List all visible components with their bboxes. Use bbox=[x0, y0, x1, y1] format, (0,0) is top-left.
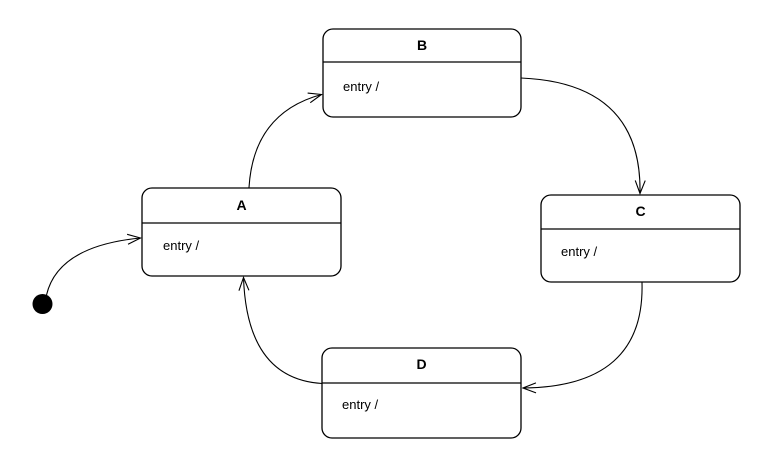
state-C[interactable]: C entry / bbox=[540, 194, 741, 283]
state-D-box[interactable] bbox=[321, 347, 522, 439]
state-B[interactable]: B entry / bbox=[322, 28, 522, 118]
state-B-box[interactable] bbox=[322, 28, 522, 118]
transition-B-to-C[interactable] bbox=[520, 77, 640, 194]
transition-initial-to-A[interactable] bbox=[45, 238, 141, 296]
state-D[interactable]: D entry / bbox=[321, 347, 522, 439]
state-B-name: B bbox=[417, 37, 427, 53]
state-D-name: D bbox=[416, 356, 426, 372]
transition-D-to-A[interactable] bbox=[244, 278, 323, 385]
transition-C-to-D[interactable] bbox=[523, 282, 643, 389]
state-C-name: C bbox=[635, 203, 645, 219]
state-C-entry-label: entry / bbox=[561, 244, 598, 259]
state-A-box[interactable] bbox=[141, 187, 342, 277]
state-C-box[interactable] bbox=[540, 194, 741, 283]
state-D-entry-label: entry / bbox=[342, 397, 379, 412]
initial-state-marker[interactable] bbox=[32, 294, 53, 314]
transition-A-to-B[interactable] bbox=[248, 95, 322, 188]
state-A-name: A bbox=[236, 197, 246, 213]
state-B-entry-label: entry / bbox=[343, 79, 380, 94]
state-A[interactable]: A entry / bbox=[141, 187, 342, 277]
state-A-entry-label: entry / bbox=[163, 238, 200, 253]
